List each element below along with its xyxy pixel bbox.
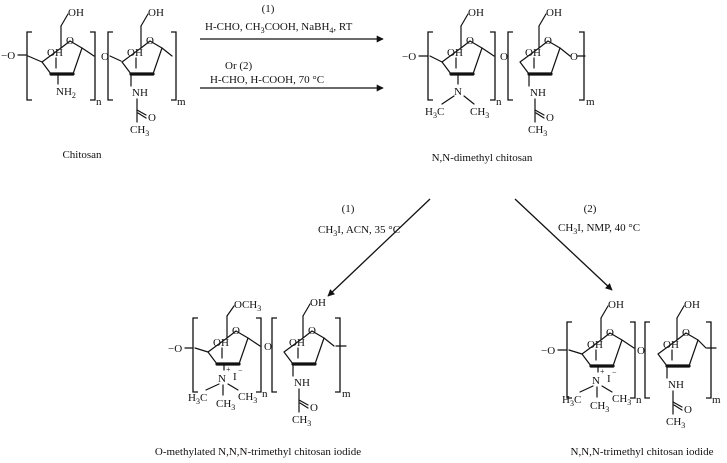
- methyl-label: H3C: [425, 106, 444, 120]
- caption-dimethyl-chitosan: N,N-dimethyl chitosan: [432, 152, 533, 164]
- repeat-m: m: [586, 96, 595, 108]
- methylation-step-2: (2) CH3I, NMP, 40 °C: [514, 198, 640, 291]
- methylation-2-conditions: CH3I, NMP, 40 °C: [558, 222, 640, 236]
- dimethyl-chitosan-structure: −O O OH OH N H3C CH3 n O O m: [402, 7, 595, 138]
- ammonium-n-label: N: [592, 375, 600, 387]
- repeat-m: m: [342, 388, 351, 400]
- ring-oxygen-label: O: [466, 35, 474, 47]
- iodide-label: I: [607, 373, 611, 385]
- caption-trimethyl-chitosan: N,N,N-trimethyl chitosan iodide: [571, 446, 714, 458]
- chitosan-structure: −O O OH OH NH2 n O m: [1, 7, 186, 138]
- negative-charge: −: [238, 366, 243, 375]
- hydroxyl-label: OH: [587, 339, 603, 351]
- methylation-arrow-1: [327, 198, 431, 297]
- ring-oxygen-label: O: [66, 35, 74, 47]
- o-methylated-trimethyl-chitosan-structure: −O O OCH3 OH N + I − H3C CH3 CH3 n O: [168, 297, 351, 428]
- methylation-2-label: (2): [584, 203, 597, 215]
- hydroxyl-label: OH: [68, 7, 84, 19]
- methoxy-label: OCH3: [234, 299, 261, 313]
- chain-end-o: O: [570, 51, 578, 63]
- repeat-n: n: [496, 96, 502, 108]
- glycosidic-oxygen: O: [264, 341, 272, 353]
- step-1-conditions: H-CHO, CH3COOH, NaBH4, RT: [205, 21, 353, 35]
- caption-o-methylated-trimethyl-chitosan: O-methylated N,N,N-trimethyl chitosan io…: [155, 446, 361, 458]
- ammonium-n-label: N: [218, 373, 226, 385]
- amine-n-label: N: [454, 86, 462, 98]
- trimethyl-chitosan-structure: −O O OH OH N + I − H3C CH3 CH3 n O: [541, 299, 721, 430]
- repeat-m: m: [177, 96, 186, 108]
- amine-label: NH2: [56, 86, 76, 100]
- glycosidic-oxygen: O: [500, 51, 508, 63]
- positive-charge: +: [600, 367, 605, 376]
- hydroxyl-label: OH: [47, 47, 63, 59]
- iodide-label: I: [233, 371, 237, 383]
- methylation-arrow-2: [514, 198, 613, 291]
- chain-end-o: −O: [168, 343, 182, 355]
- repeat-n: n: [636, 394, 642, 406]
- methyl-label: CH3: [216, 398, 235, 412]
- reaction-step-2: Or (2) H-CHO, H-COOH, 70 °C: [200, 60, 384, 92]
- methyl-label: CH3: [590, 400, 609, 414]
- hydroxyl-label: OH: [468, 7, 484, 19]
- hydroxyl-label: OH: [213, 337, 229, 349]
- methyl-label: CH3: [612, 393, 631, 407]
- negative-charge: −: [612, 368, 617, 377]
- step-2-label: Or (2): [225, 60, 253, 72]
- methylation-step-1: (1) CH3I, ACN, 35 °C: [318, 198, 431, 297]
- positive-charge: +: [226, 365, 231, 374]
- reaction-step-1: (1) H-CHO, CH3COOH, NaBH4, RT: [200, 3, 384, 43]
- caption-chitosan: Chitosan: [62, 149, 102, 161]
- chain-end-o: −O: [541, 345, 555, 357]
- methyl-label: H3C: [562, 394, 581, 408]
- glycosidic-oxygen: O: [637, 345, 645, 357]
- methyl-label: H3C: [188, 392, 207, 406]
- methylation-1-conditions: CH3I, ACN, 35 °C: [318, 224, 400, 238]
- methyl-label: CH3: [470, 106, 489, 120]
- repeat-n: n: [262, 388, 268, 400]
- ring-oxygen-label: O: [606, 327, 614, 339]
- hydroxyl-label: OH: [447, 47, 463, 59]
- step-2-conditions: H-CHO, H-COOH, 70 °C: [210, 74, 324, 86]
- hydroxyl-label: OH: [608, 299, 624, 311]
- repeat-n: n: [96, 96, 102, 108]
- ring-oxygen-label: O: [232, 325, 240, 337]
- chain-end-o: −O: [402, 51, 416, 63]
- repeat-m: m: [712, 394, 721, 406]
- methylation-1-label: (1): [342, 203, 355, 215]
- step-1-label: (1): [262, 3, 275, 15]
- chain-end-o: −O: [1, 50, 15, 62]
- glycosidic-oxygen: O: [101, 51, 109, 63]
- methyl-label: CH3: [238, 391, 257, 405]
